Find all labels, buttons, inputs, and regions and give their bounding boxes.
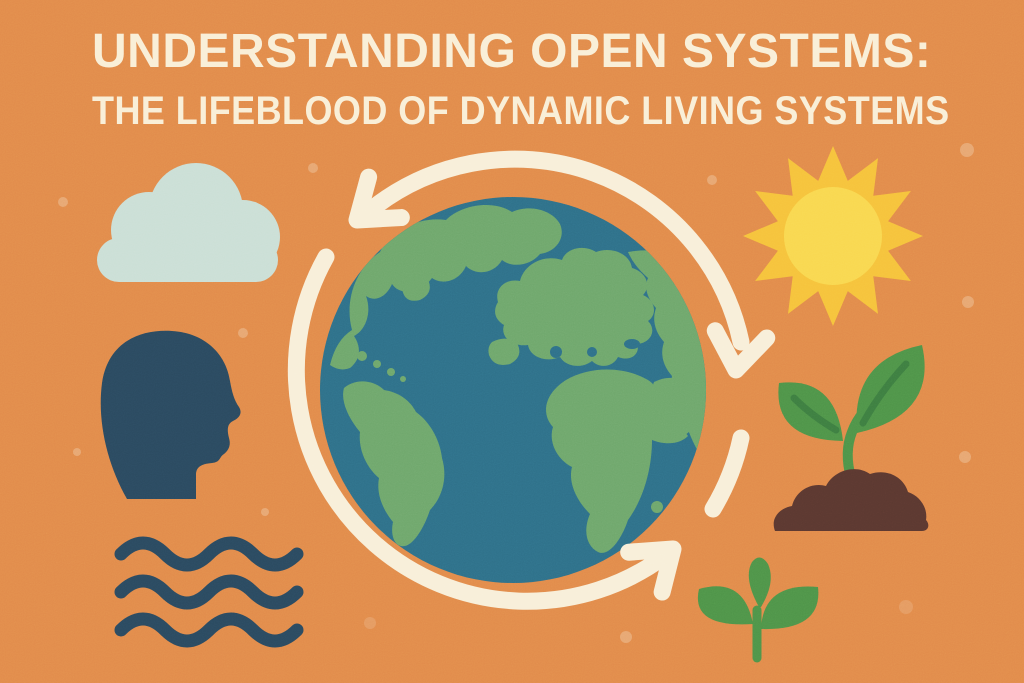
water-waves-icon [114,536,304,648]
sprig-leaf-right [761,586,819,630]
human-head-icon [100,330,241,499]
sprig-leaf-center [748,557,771,607]
cloud-icon [97,163,280,282]
sun-icon [743,146,923,326]
seedling-icon [773,345,929,531]
soil-mound [773,469,929,531]
sprig-leaf-left [697,586,753,625]
earth-globe [320,197,706,583]
sprig-icon [697,557,819,663]
